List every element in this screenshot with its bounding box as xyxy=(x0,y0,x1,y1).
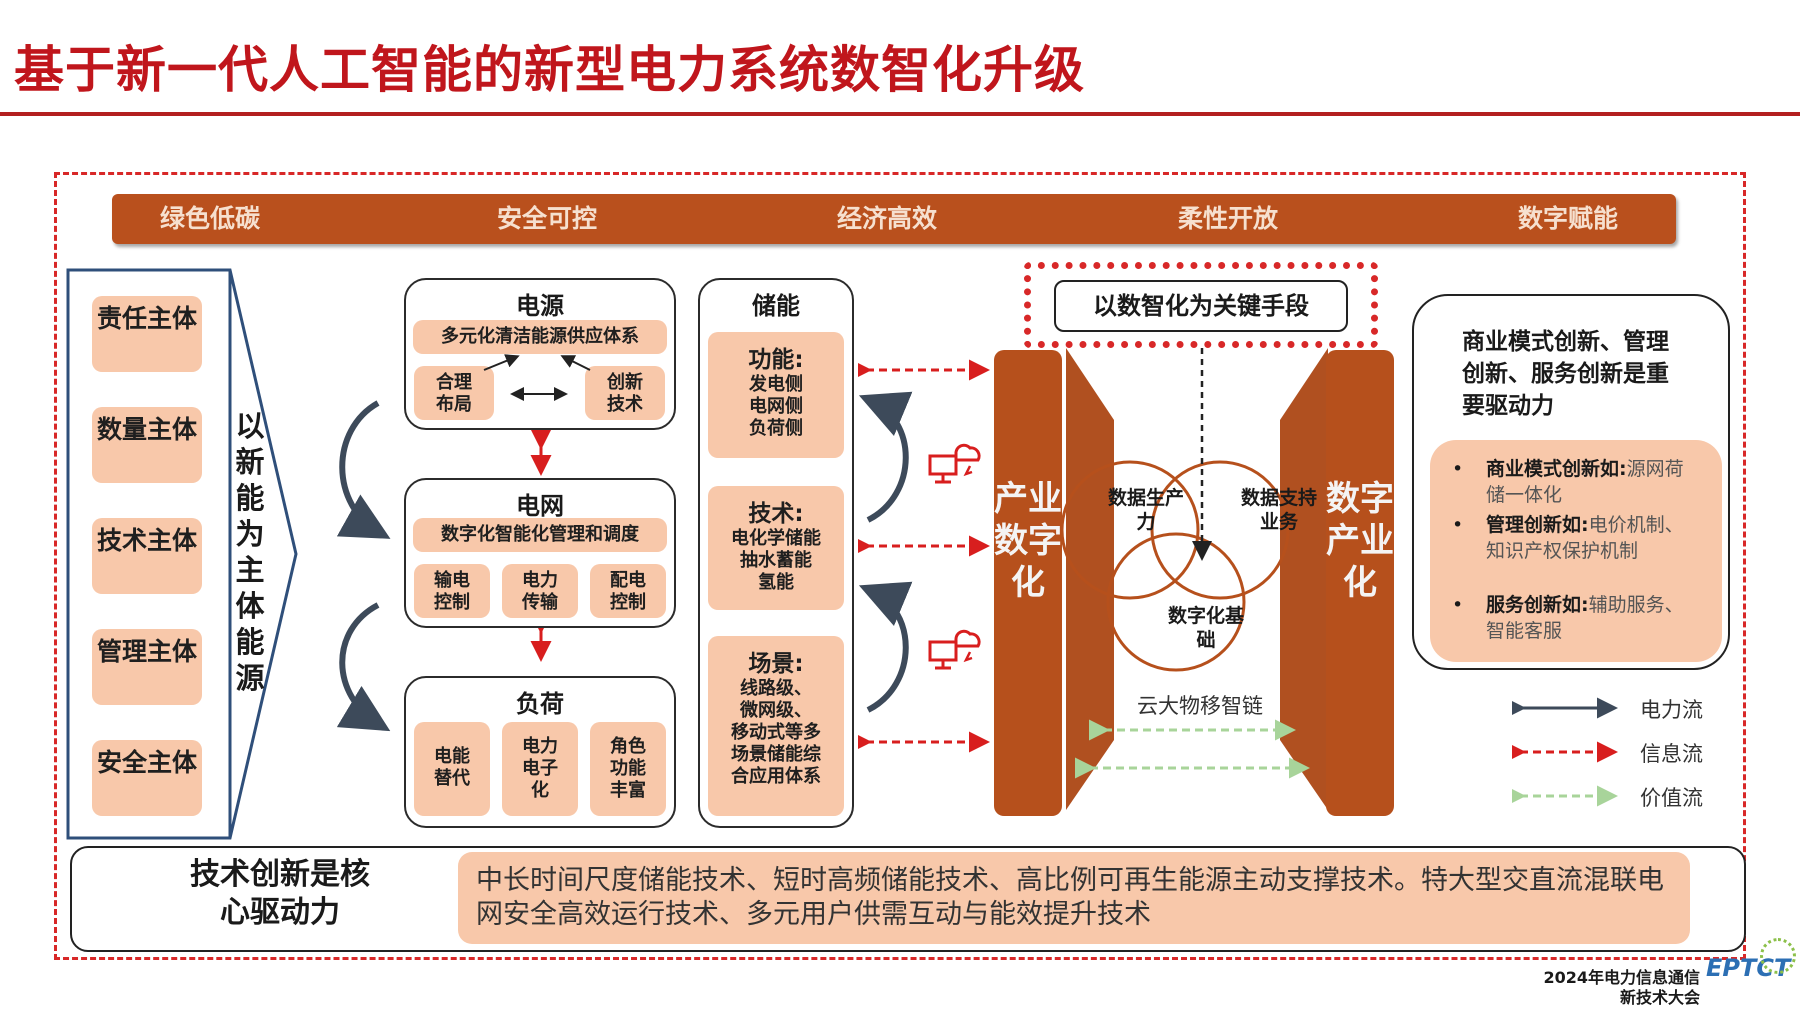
subject-management: 管理主体 xyxy=(92,629,202,705)
subject-quantity: 数量主体 xyxy=(92,407,202,483)
cloud-monitor-icon xyxy=(928,443,981,484)
venn-data-support: 数据支持业务 xyxy=(1240,487,1317,533)
storage-function: 功能: 发电侧 电网侧 负荷侧 xyxy=(708,332,844,458)
storage-scene-5: 合应用体系 xyxy=(731,766,821,787)
goal-safe: 安全可控 xyxy=(496,204,597,233)
driver-item-text: 电价机制、知识产权保护机制 xyxy=(1486,514,1684,562)
storage-scene-2: 微网级、 xyxy=(740,700,812,721)
goal-digital: 数字赋能 xyxy=(1517,204,1618,233)
digital-industry-column: 数字产业化 xyxy=(1326,350,1394,816)
load-title: 负荷 xyxy=(516,690,564,718)
driver-item: • 服务创新如:辅助服务、智能客服 xyxy=(1452,594,1684,642)
power-source-system: 多元化清洁能源供应体系 xyxy=(413,320,667,354)
driver-item: • 管理创新如:电价机制、知识产权保护机制 xyxy=(1452,514,1684,562)
storage-link-graphics xyxy=(858,359,990,753)
power-source-layout: 合理布局 xyxy=(414,366,494,420)
goal-flexible: 柔性开放 xyxy=(1177,204,1278,233)
footer-conference: 2024年电力信息通信 新技术大会 xyxy=(1530,968,1700,1008)
tech-driver-label: 技术创新是核心驱动力 xyxy=(190,857,370,930)
logo-wreath-icon xyxy=(1760,938,1796,974)
cloud-chain-label: 云大物移智链 xyxy=(1137,694,1263,718)
subject-safety: 安全主体 xyxy=(92,740,202,816)
diagram-frame xyxy=(54,172,1746,960)
driver-item: • 商业模式创新如:源网荷储一体化 xyxy=(1452,458,1684,506)
storage-tech-title: 技术: xyxy=(748,501,804,527)
driver-item-text: 源网荷储一体化 xyxy=(1486,458,1684,506)
cycle-arrows-left xyxy=(336,400,391,732)
storage-function-1: 发电侧 xyxy=(749,374,803,395)
power-grid-connectors xyxy=(530,430,552,662)
legend-info-flow: 信息流 xyxy=(1640,742,1703,766)
grid-system: 数字化智能化管理和调度 xyxy=(413,518,667,552)
legend-value-flow: 价值流 xyxy=(1640,786,1703,810)
footer-line-2: 新技术大会 xyxy=(1619,988,1700,1007)
storage-function-title: 功能: xyxy=(748,347,804,373)
grid-title: 电网 xyxy=(516,492,564,520)
subject-technology: 技术主体 xyxy=(92,518,202,594)
footer-line-1: 2024年电力信息通信 xyxy=(1543,968,1700,987)
load-role-enrich: 角色功能丰富 xyxy=(590,722,666,816)
storage-tech-1: 电化学储能 xyxy=(731,528,821,549)
storage-tech-3: 氢能 xyxy=(758,572,794,593)
goal-economy: 经济高效 xyxy=(836,204,937,233)
storage-scene-1: 线路级、 xyxy=(740,678,812,699)
storage-scene-title: 场景: xyxy=(748,651,804,677)
power-source-title: 电源 xyxy=(516,292,564,320)
power-source-innovation: 创新技术 xyxy=(585,366,665,420)
storage-function-3: 负荷侧 xyxy=(749,418,803,439)
storage-scene-3: 移动式等多 xyxy=(731,722,821,743)
storage-scene-4: 场景储能综 xyxy=(731,744,821,765)
storage-tech: 技术: 电化学储能 抽水蓄能 氢能 xyxy=(708,486,844,610)
grid-distribution-control: 配电控制 xyxy=(590,564,666,618)
driver-item-label: 服务创新如: xyxy=(1486,594,1589,616)
driver-item-label: 管理创新如: xyxy=(1486,514,1589,536)
industry-digital-column: 产业数字化 xyxy=(994,350,1062,816)
tech-list: 中长时间尺度储能技术、短时高频储能技术、高比例可再生能源主动支撑技术。特大型交直… xyxy=(458,852,1690,944)
legend-power-flow: 电力流 xyxy=(1640,698,1703,722)
storage-scene: 场景: 线路级、 微网级、 移动式等多 场景储能综 合应用体系 xyxy=(708,636,844,816)
driver-item-text: 辅助服务、智能客服 xyxy=(1486,594,1684,642)
subject-responsibility: 责任主体 xyxy=(92,296,202,372)
key-means-frame xyxy=(1024,262,1378,348)
digital-core-graphics xyxy=(1060,348,1328,810)
venn-data-productivity: 数据生产力 xyxy=(1107,487,1184,533)
key-means-label: 以数智化为关键手段 xyxy=(1054,280,1348,332)
main-energy-label: 以新能为主体能源 xyxy=(235,409,265,695)
title-rule xyxy=(0,112,1800,116)
grid-transmission-control: 输电控制 xyxy=(414,564,490,618)
legend-lines xyxy=(1512,697,1618,807)
driver-item-label: 商业模式创新如: xyxy=(1486,458,1627,480)
storage-title: 储能 xyxy=(752,292,800,320)
page-title: 基于新一代人工智能的新型电力系统数智化升级 xyxy=(14,41,1085,99)
drivers-list: • 商业模式创新如:源网荷储一体化 • 管理创新如:电价机制、知识产权保护机制 … xyxy=(1430,440,1722,662)
cloud-monitor-icon xyxy=(928,629,981,670)
load-electrification: 电能替代 xyxy=(414,722,490,816)
goal-bar xyxy=(112,194,1676,244)
storage-tech-2: 抽水蓄能 xyxy=(740,550,812,571)
drivers-heading: 商业模式创新、管理创新、服务创新是重要驱动力 xyxy=(1462,329,1669,419)
power-source-arrows xyxy=(483,354,591,401)
load-power-electronics: 电力电子化 xyxy=(502,722,578,816)
venn-digital-base: 数字化基础 xyxy=(1167,605,1244,651)
grid-power-transfer: 电力传输 xyxy=(502,564,578,618)
storage-function-2: 电网侧 xyxy=(749,396,803,417)
goal-green: 绿色低碳 xyxy=(159,204,260,233)
